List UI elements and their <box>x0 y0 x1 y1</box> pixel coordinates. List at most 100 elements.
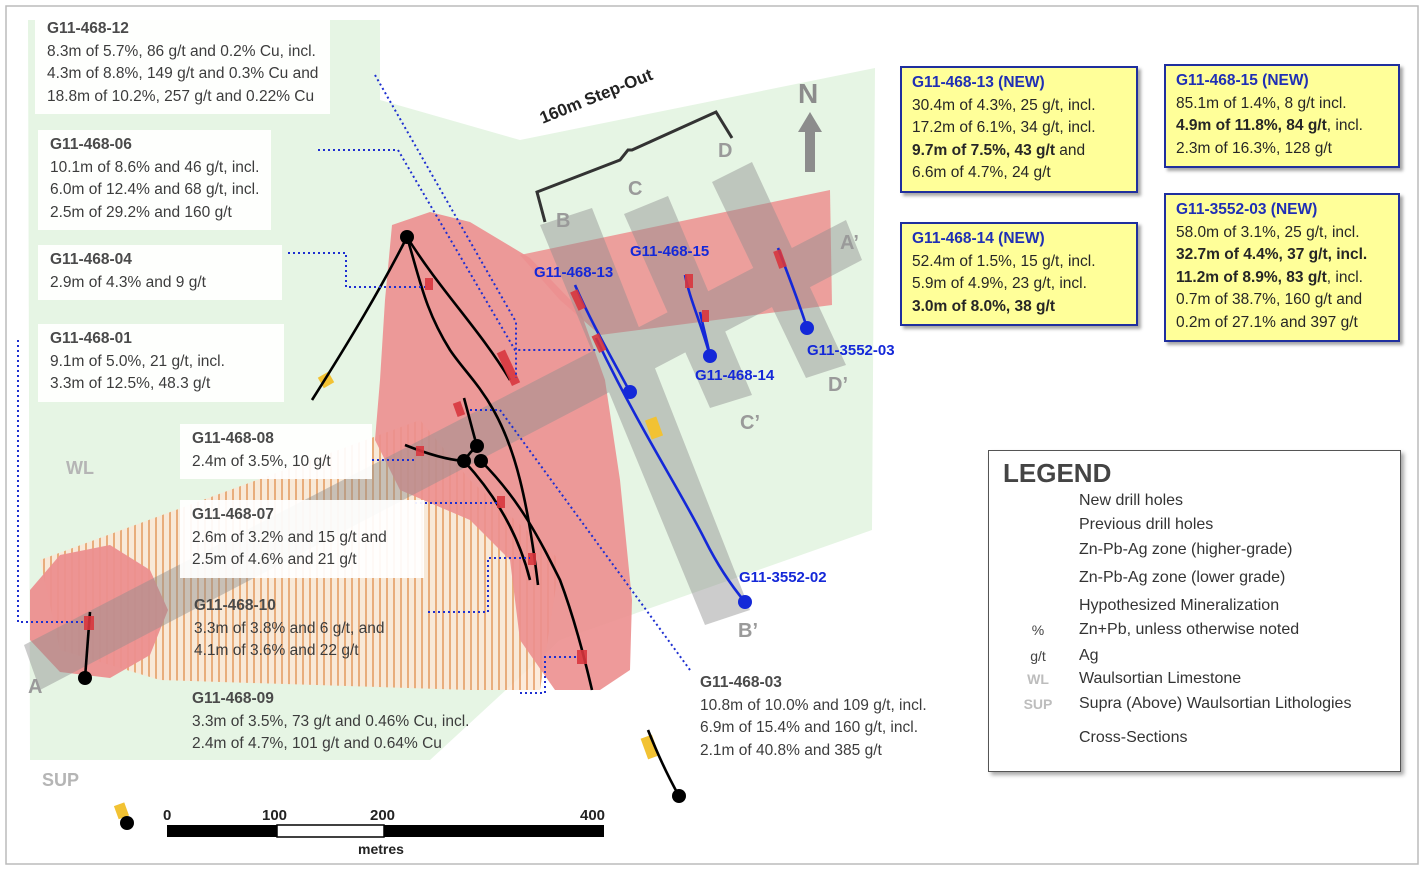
scale-tick-400: 400 <box>580 807 606 824</box>
intercept-line: 4.9m of 11.8%, 84 g/t, incl. <box>1176 115 1388 138</box>
section-label-c-prime: C’ <box>740 412 760 434</box>
intercept-line: 2.3m of 16.3%, 128 g/t <box>1176 139 1332 157</box>
label-g11-468-12: G11-468-12 8.3m of 5.7%, 86 g/t and 0.2%… <box>35 14 331 114</box>
label-g11-468-09: G11-468-09 3.3m of 3.5%, 73 g/t and 0.46… <box>180 684 481 762</box>
legend-row-sup: SUP Supra (Above) Waulsortian Lithologie… <box>989 692 1400 716</box>
wl-label: WL <box>66 458 94 478</box>
high-grade-zone-east <box>520 190 832 335</box>
legend-text: Cross-Sections <box>1079 729 1188 746</box>
intercept-line: 0.2m of 27.1% and 397 g/t <box>1176 313 1358 331</box>
intercept-line: 3.3m of 3.8% and 6 g/t, and <box>194 619 385 637</box>
intercept-line: 5.9m of 4.9%, 23 g/t, incl. <box>912 275 1087 292</box>
intercept-line: 2.4m of 4.7%, 101 g/t and 0.64% Cu <box>192 735 442 752</box>
legend-symbol: g/t <box>1030 648 1046 664</box>
section-label-b-prime: B’ <box>738 620 758 642</box>
intercept-line: 58.0m of 3.1%, 25 g/t, incl. <box>1176 223 1360 241</box>
box-g11-468-14: G11-468-14 (NEW) 52.4m of 1.5%, 15 g/t, … <box>900 222 1138 326</box>
intercept-line: 2.5m of 4.6% and 21 g/t <box>192 551 357 568</box>
intercept-line: 8.3m of 5.7%, 86 g/t and 0.2% Cu, incl. <box>47 42 316 60</box>
intercept-line: 6.9m of 15.4% and 160 g/t, incl. <box>700 719 918 736</box>
intercept-line: 3.3m of 3.5%, 73 g/t and 0.46% Cu, incl. <box>192 712 470 730</box>
intercept-bold: 4.9m of 11.8%, 84 g/t <box>1176 117 1327 134</box>
legend-symbol: % <box>1031 622 1045 638</box>
intercept-line-bold: 3.0m of 8.0%, 38 g/t <box>912 297 1055 315</box>
leader-lines <box>17 74 691 694</box>
section-label-b: B <box>556 210 571 232</box>
box-g11-468-13: G11-468-13 (NEW) 30.4m of 4.3%, 25 g/t, … <box>900 66 1138 193</box>
north-arrow <box>798 112 822 172</box>
legend-text: Previous drill holes <box>1079 516 1214 533</box>
legend-symbol: WL <box>1027 671 1049 687</box>
intercept-tail: , incl. <box>1326 268 1363 286</box>
drillhole-label-3552-02: G11-3552-02 <box>739 569 827 586</box>
legend-text: Zn+Pb, unless otherwise noted <box>1079 621 1300 638</box>
section-b <box>540 208 750 625</box>
intercept-line: 2.6m of 3.2% and 15 g/t and <box>192 528 387 546</box>
scale-tick-100: 100 <box>262 807 288 824</box>
legend-row-hypothesized: Hypothesized Mineralization <box>989 594 1400 618</box>
drillhole-label-3552-03: G11-3552-03 <box>807 342 895 359</box>
section-label-d: D <box>718 140 733 162</box>
intercept-line: 9.7m of 7.5%, 43 g/t and <box>912 140 1126 163</box>
hole-title: G11-468-09 <box>192 690 274 707</box>
scale-tick-200: 200 <box>370 807 396 824</box>
intercept-line-bold: 32.7m of 4.4%, 37 g/t, incl. <box>1176 246 1368 263</box>
hole-title: G11-468-03 <box>700 674 782 691</box>
legend-text: Ag <box>1079 647 1099 664</box>
north-label: N <box>798 78 819 109</box>
intercept-line: 4.3m of 8.8%, 149 g/t and 0.3% Cu and <box>47 65 319 82</box>
label-g11-468-07: G11-468-07 2.6m of 3.2% and 15 g/t and 2… <box>180 500 424 578</box>
scale-bar <box>167 824 604 838</box>
intercept-line: 17.2m of 6.1%, 34 g/t, incl. <box>912 119 1096 136</box>
intercept-line: 18.8m of 10.2%, 257 g/t and 0.22% Cu <box>47 87 315 105</box>
intercept-tail: , incl. <box>1326 117 1363 134</box>
hole-title: G11-468-14 (NEW) <box>912 230 1045 247</box>
previous-drill-holes <box>83 236 681 797</box>
legend-text: Zn-Pb-Ag zone (higher-grade) <box>1079 541 1293 558</box>
legend-row-cross-sections: Cross-Sections <box>989 726 1400 750</box>
legend-row-new-holes: New drill holes <box>989 489 1400 513</box>
hole-title: G11-468-15 (NEW) <box>1176 72 1309 89</box>
hole-title: G11-468-07 <box>192 506 274 523</box>
hole-title: G11-468-01 <box>50 330 132 347</box>
intercept-line: 85.1m of 1.4%, 8 g/t incl. <box>1176 94 1347 112</box>
intercept-line: 2.5m of 29.2% and 160 g/t <box>50 203 232 221</box>
intercept-markers <box>84 249 787 664</box>
hole-title: G11-468-12 <box>47 20 129 37</box>
hole-title: G11-468-06 <box>50 136 132 153</box>
label-g11-468-03: G11-468-03 10.8m of 10.0% and 109 g/t, i… <box>688 668 939 768</box>
legend-row-wl: WL Waulsortian Limestone <box>989 667 1400 691</box>
intercept-line: 3.3m of 12.5%, 48.3 g/t <box>50 375 211 392</box>
box-g11-468-15: G11-468-15 (NEW) 85.1m of 1.4%, 8 g/t in… <box>1164 64 1400 168</box>
section-label-c: C <box>628 178 643 200</box>
intercept-line: 10.1m of 8.6% and 46 g/t, incl. <box>50 158 260 176</box>
legend-row-gpt: g/t Ag <box>989 644 1400 668</box>
intercept-bold: 11.2m of 8.9%, 83 g/t <box>1176 268 1327 286</box>
intercept-line: 9.1m of 5.0%, 21 g/t, incl. <box>50 352 225 370</box>
label-g11-468-10: G11-468-10 3.3m of 3.8% and 6 g/t, and 4… <box>182 591 396 669</box>
label-g11-468-06: G11-468-06 10.1m of 8.6% and 46 g/t, inc… <box>38 130 272 230</box>
section-label-d-prime: D’ <box>828 374 848 396</box>
intercept-line: 2.4m of 3.5%, 10 g/t <box>192 452 331 470</box>
legend-symbol: SUP <box>1023 696 1053 712</box>
intercept-line: 10.8m of 10.0% and 109 g/t, incl. <box>700 696 927 714</box>
legend-text: Zn-Pb-Ag zone (lower grade) <box>1079 569 1286 586</box>
section-label-a: A <box>28 676 43 698</box>
label-g11-468-08: G11-468-08 2.4m of 3.5%, 10 g/t <box>180 424 372 479</box>
section-label-a-prime: A’ <box>840 232 859 254</box>
hole-title: G11-468-13 (NEW) <box>912 74 1045 91</box>
section-c <box>624 196 752 408</box>
hole-title: G11-3552-03 (NEW) <box>1176 201 1318 218</box>
intercept-line: 52.4m of 1.5%, 15 g/t, incl. <box>912 252 1096 270</box>
legend-title: LEGEND <box>1003 458 1112 488</box>
scale-tick-0: 0 <box>163 807 172 824</box>
legend-row-low-grade: Zn-Pb-Ag zone (lower grade) <box>989 566 1400 590</box>
hole-title: G11-468-04 <box>50 251 132 268</box>
drillhole-label-14: G11-468-14 <box>695 367 775 384</box>
legend-row-percent: % Zn+Pb, unless otherwise noted <box>989 618 1400 642</box>
intercept-line: 2.1m of 40.8% and 385 g/t <box>700 741 882 759</box>
legend-row-previous-holes: Previous drill holes <box>989 513 1400 537</box>
hole-title: G11-468-10 <box>194 597 276 614</box>
legend-text: Supra (Above) Waulsortian Lithologies <box>1079 695 1352 712</box>
intercept-bold: 9.7m of 7.5%, 43 g/t <box>912 141 1055 159</box>
